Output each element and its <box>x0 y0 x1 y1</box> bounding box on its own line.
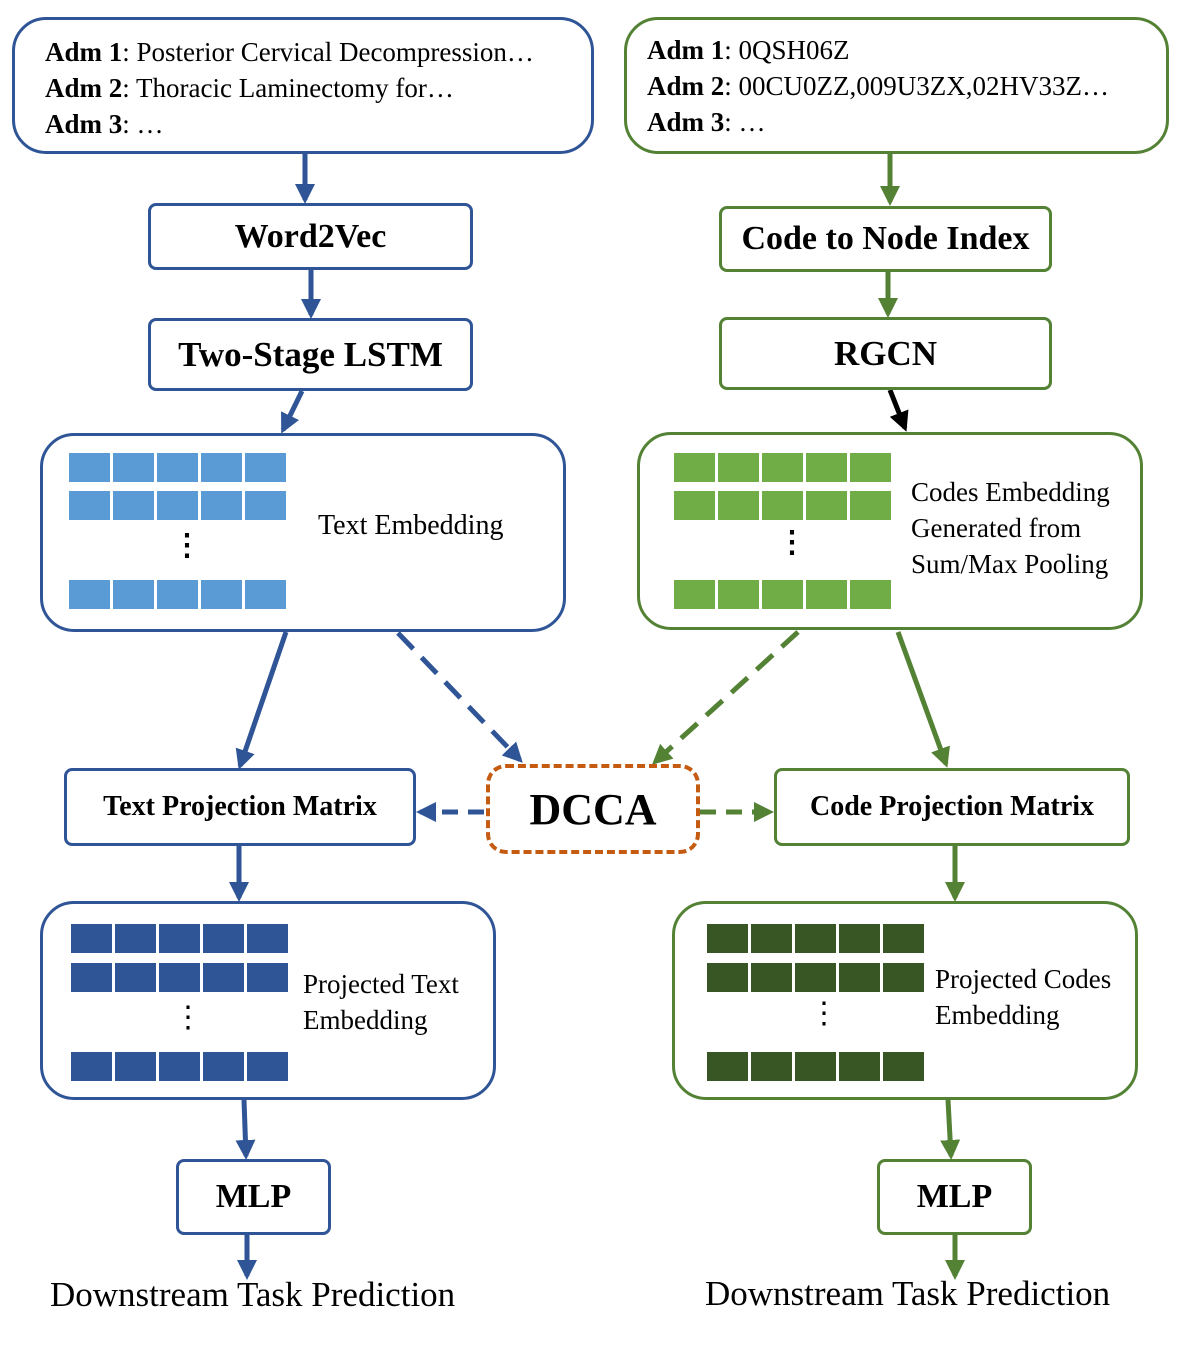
text-projection-matrix-label: Text Projection Matrix <box>103 791 377 822</box>
dcca-box: DCCA <box>486 764 700 854</box>
codes-embedding-ellipsis-icon: ⋮ <box>777 526 807 559</box>
projected-codes-ellipsis-icon: ⋮ <box>809 997 839 1030</box>
codes-embedding-label-line-3: Sum/Max Pooling <box>911 549 1109 579</box>
word2vec-box: Word2Vec <box>148 203 473 270</box>
code-to-node-index-box: Code to Node Index <box>719 206 1052 272</box>
rgcn-label: RGCN <box>833 333 938 373</box>
dashed-arrow-codes-embedding-to-dcca <box>652 630 800 765</box>
word2vec-label: Word2Vec <box>234 217 387 255</box>
text-embedding-label: Text Embedding <box>318 510 504 541</box>
two-stage-lstm-label: Two-Stage LSTM <box>178 334 443 374</box>
code-to-node-index-label: Code to Node Index <box>741 220 1030 257</box>
projected-text-row-last <box>71 1052 288 1081</box>
text-downstream-prediction: Downstream Task Prediction <box>50 1275 456 1314</box>
rgcn-box: RGCN <box>719 317 1052 390</box>
arrow-projected-codes-to-mlp <box>940 1099 961 1160</box>
codes-embedding-label-line-2: Generated from <box>911 513 1082 543</box>
text-input-line-3: Adm 3: … <box>45 109 164 139</box>
text-embedding-row-1 <box>69 453 286 482</box>
projected-codes-row-2 <box>707 963 924 992</box>
code-projection-matrix-label: Code Projection Matrix <box>809 791 1095 822</box>
codes-embedding-row-last <box>674 580 891 609</box>
dcca-label: DCCA <box>529 784 657 834</box>
arrow-lstm-to-text-embedding <box>280 389 305 434</box>
projected-text-label-line-1: Projected Text <box>303 969 459 999</box>
code-downstream-prediction: Downstream Task Prediction <box>705 1274 1111 1313</box>
arrow-text-embedding-to-projection <box>235 631 289 770</box>
text-embedding-row-2 <box>69 491 286 520</box>
text-input-line-2: Adm 2: Thoracic Laminectomy for… <box>45 73 454 103</box>
text-mlp-label: MLP <box>215 1178 292 1215</box>
projected-text-label-line-2: Embedding <box>303 1005 428 1035</box>
code-input-line-1: Adm 1: 0QSH06Z <box>647 35 850 65</box>
arrow-codes-embedding-to-projection <box>895 631 950 768</box>
dashed-arrow-text-embedding-to-dcca <box>396 631 523 763</box>
code-input-line-3: Adm 3: … <box>647 107 766 137</box>
projected-text-row-1 <box>71 924 288 953</box>
arrow-projected-text-to-mlp <box>235 1099 256 1160</box>
code-projection-matrix-box: Code Projection Matrix <box>774 768 1130 846</box>
text-mlp-box: MLP <box>176 1159 331 1235</box>
text-projection-matrix-box: Text Projection Matrix <box>64 768 416 846</box>
codes-embedding-label-line-1: Codes Embedding <box>911 477 1110 507</box>
projected-codes-row-1 <box>707 924 924 953</box>
projected-text-ellipsis-icon: ⋮ <box>173 1001 203 1034</box>
two-stage-lstm-box: Two-Stage LSTM <box>148 318 473 391</box>
code-mlp-box: MLP <box>877 1159 1032 1235</box>
codes-embedding-row-2 <box>674 491 891 520</box>
projected-codes-row-last <box>707 1052 924 1081</box>
code-input-line-2: Adm 2: 00CU0ZZ,009U3ZX,02HV33Z… <box>647 71 1109 101</box>
projected-codes-label-line-2: Embedding <box>935 1000 1060 1030</box>
code-mlp-label: MLP <box>916 1178 993 1215</box>
text-embedding-row-last <box>69 580 286 609</box>
arrow-rgcn-to-codes-embedding <box>887 389 909 432</box>
text-embedding-ellipsis-icon: ⋮ <box>172 529 202 562</box>
projected-text-row-2 <box>71 963 288 992</box>
projected-codes-label-line-1: Projected Codes <box>935 964 1112 994</box>
codes-embedding-row-1 <box>674 453 891 482</box>
text-input-box: Adm 1: Posterior Cervical Decompression…… <box>12 17 594 154</box>
text-input-line-1: Adm 1: Posterior Cervical Decompression… <box>45 37 534 67</box>
code-input-box: Adm 1: 0QSH06Z Adm 2: 00CU0ZZ,009U3ZX,02… <box>624 17 1169 154</box>
